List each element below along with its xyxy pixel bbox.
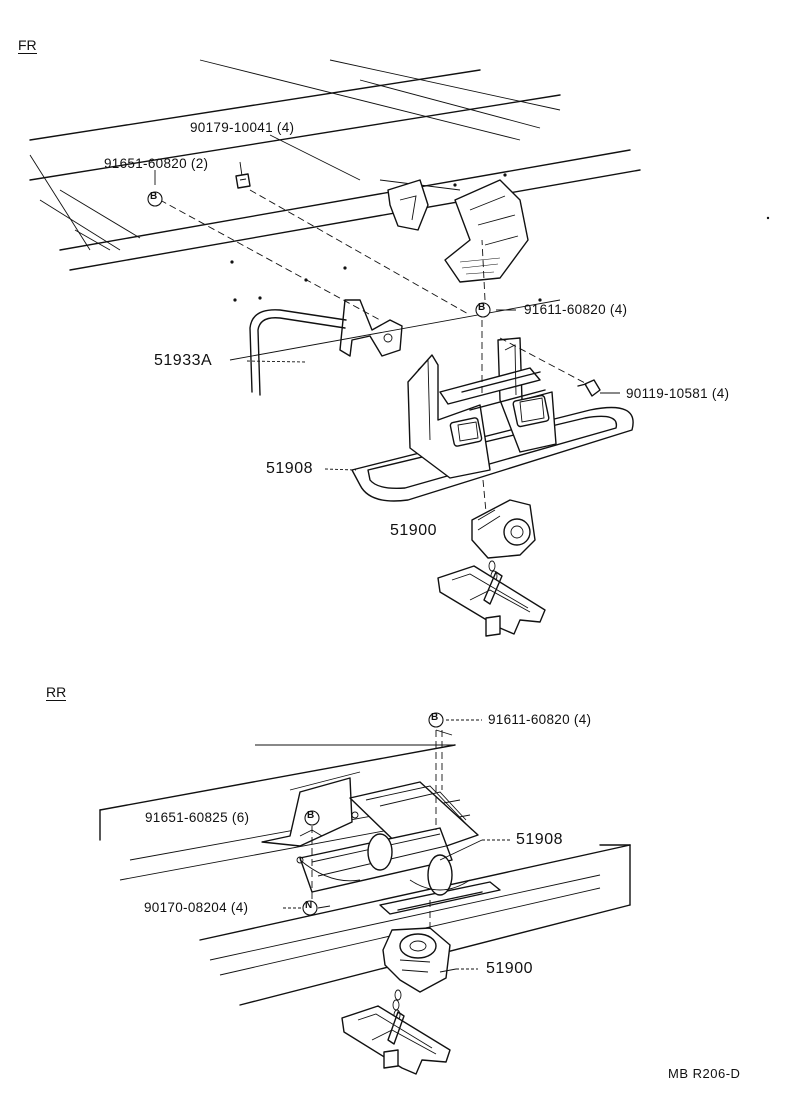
front-crossmember-bracket: [387, 179, 529, 283]
part-51900-winch-rear: [341, 927, 451, 1075]
label-rear-90170-08204: 90170-08204 (4): [144, 900, 249, 915]
section-fr: FR: [18, 37, 37, 54]
label-90179-10041: 90179-10041 (4): [190, 120, 295, 135]
front-nut-90179: [235, 173, 251, 189]
label-91651-60820: 91651-60820 (2): [104, 156, 209, 171]
label-rear-91611-60820: 91611-60820 (4): [488, 712, 592, 727]
front-leader-lines: [154, 134, 620, 513]
symbol-n-text: N: [305, 900, 313, 911]
rear-symbol-b-2: [304, 810, 320, 826]
front-bolt-90119: [577, 379, 601, 397]
part-51933A-hose: [249, 299, 403, 396]
label-rear-91651-60825: 91651-60825 (6): [145, 810, 250, 825]
symbol-b-text-1: B: [150, 191, 158, 202]
front-symbol-b-2: [475, 302, 491, 318]
rear-leader-lines: [283, 719, 510, 973]
rear-symbol-b-1: [428, 712, 444, 728]
label-51908-front: 51908: [266, 460, 313, 477]
symbol-b-text-4: B: [307, 810, 315, 821]
label-51900-rear: 51900: [486, 960, 533, 977]
label-90119-10581: 90119-10581 (4): [626, 386, 730, 401]
rear-crossmember: [261, 777, 501, 915]
diagram-code: MB R206-D: [668, 1066, 741, 1081]
section-rr: RR: [46, 684, 67, 701]
label-51933A: 51933A: [154, 352, 213, 369]
symbol-b-text-2: B: [478, 302, 486, 313]
rear-symbol-n: [302, 900, 318, 916]
label-51908-rear: 51908: [516, 831, 563, 848]
part-51900-winch-front: [437, 499, 546, 637]
label-51900-front: 51900: [390, 522, 437, 539]
front-symbol-b-1: [147, 191, 163, 207]
part-51908-carrier-front: [351, 337, 634, 502]
label-91611-60820: 91611-60820 (4): [524, 302, 628, 317]
symbol-b-text-3: B: [431, 712, 439, 723]
